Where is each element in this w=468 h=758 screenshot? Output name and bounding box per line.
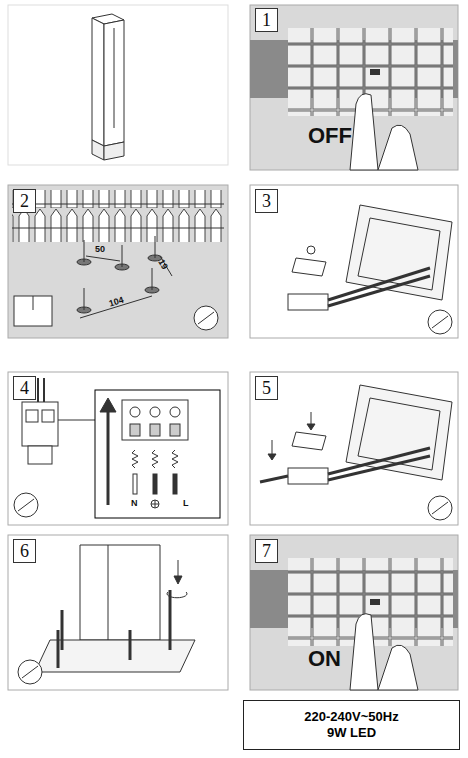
rating-text: 220-240V~50Hz bbox=[304, 709, 398, 725]
terminal-label: N bbox=[131, 499, 138, 508]
base-close-scene bbox=[260, 385, 452, 520]
callout-number: 4 bbox=[13, 376, 36, 400]
callout-number: 1 bbox=[255, 8, 278, 32]
switch-off-scene bbox=[250, 28, 458, 170]
callout-number: 3 bbox=[255, 189, 278, 213]
callout-number: 6 bbox=[13, 539, 36, 563]
switch-state: ON bbox=[308, 648, 341, 670]
switch-on-scene bbox=[250, 558, 458, 690]
post-mount-scene bbox=[18, 545, 195, 684]
rating-box: 220-240V~50Hz9W LED bbox=[243, 700, 460, 750]
dimension: 50 bbox=[95, 245, 105, 254]
wiring-scene bbox=[14, 378, 220, 518]
callout-number: 5 bbox=[255, 376, 278, 400]
bollard-lamp bbox=[92, 14, 124, 160]
panel-frames bbox=[8, 5, 458, 690]
callout-number: 2 bbox=[13, 189, 36, 213]
callout-number: 7 bbox=[255, 539, 278, 563]
base-open-scene bbox=[288, 205, 452, 334]
rating-text: 9W LED bbox=[327, 725, 376, 741]
drilling-scene bbox=[12, 190, 224, 330]
switch-state: OFF bbox=[308, 125, 352, 147]
terminal-label: L bbox=[183, 499, 189, 508]
